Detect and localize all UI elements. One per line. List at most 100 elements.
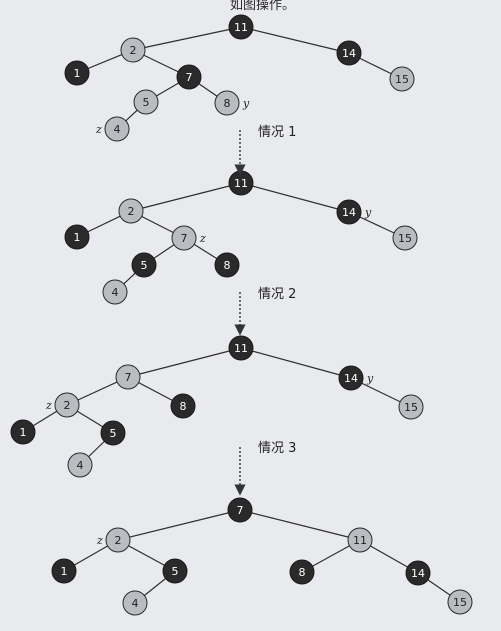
case-2-label: 情况 2: [258, 287, 296, 302]
tree-1-node-4-circle: [104, 116, 130, 142]
tree-1-node-14-label: 14: [342, 47, 356, 60]
tree-3-node-11-label: 11: [234, 342, 248, 355]
tree-3-node-8-circle: [170, 393, 196, 419]
tree-2-node-7-label: 7: [181, 232, 188, 245]
tree-2-node-14-label: 14: [342, 206, 356, 219]
tree-1-tag-y: y: [242, 97, 250, 110]
tree-4-tag-z: z: [96, 534, 103, 547]
tree-2-node-2: 2: [118, 198, 144, 224]
case-2-transition: 情况 2: [234, 287, 296, 336]
case-1-label: 情况 1: [258, 125, 296, 140]
tree-1-node-14-circle: [336, 40, 362, 66]
tree-3-node-1: 1: [10, 419, 36, 445]
tree-1-node-11-circle: [228, 14, 254, 40]
tree-1-edge-n11-n14: [240, 26, 350, 54]
tree-3-edge-n11-n14: [240, 347, 352, 379]
case-3-label: 情况 3: [258, 441, 296, 456]
tree-4-node-15: 15: [447, 589, 473, 615]
tree-3-node-14-circle: [338, 365, 364, 391]
tree-2-node-5-label: 5: [141, 259, 148, 272]
tree-3-node-4: 4: [67, 452, 93, 478]
tree-3-node-14-label: 14: [344, 372, 358, 385]
tree-3-node-11: 11: [228, 335, 254, 361]
tree-1-node-15-circle: [389, 66, 415, 92]
tree-2-node-7: 7: [171, 225, 197, 251]
tree-4-node-11-circle: [347, 527, 373, 553]
tree-1-node-2-label: 2: [130, 44, 137, 57]
tree-1-node-1-label: 1: [74, 67, 81, 80]
tree-3-node-5: 5: [100, 420, 126, 446]
tree-2-node-15: 15: [392, 225, 418, 251]
tree-4-node-7-circle: [227, 497, 253, 523]
tree-1-node-8: 8: [214, 90, 240, 116]
tree-4-node-5-circle: [162, 558, 188, 584]
tree-3-node-8-label: 8: [180, 400, 187, 413]
tree-4-node-11: 11: [347, 527, 373, 553]
tree-2-node-11: 11: [228, 170, 254, 196]
tree-1-tag-z: z: [95, 123, 102, 136]
tree-4-node-8-label: 8: [299, 566, 306, 579]
tree-2-node-14: 14: [336, 199, 362, 225]
tree-4-node-4-label: 4: [132, 597, 139, 610]
tree-1-node-8-label: 8: [224, 97, 231, 110]
tree-4-node-2: 2: [105, 527, 131, 553]
tree-3-tag-y: y: [366, 372, 374, 385]
tree-3-node-15: 15: [398, 394, 424, 420]
tree-1-node-15-label: 15: [395, 73, 409, 86]
tree-4-node-15-label: 15: [453, 596, 467, 609]
tree-4-node-11-label: 11: [353, 534, 367, 547]
tree-2-node-15-label: 15: [398, 232, 412, 245]
tree-4-node-14-circle: [405, 560, 431, 586]
tree-2-edge-n11-n14: [240, 182, 350, 213]
top-caption-fragment: 如图操作。: [230, 0, 296, 13]
tree-4-edge-n7-n2: [117, 509, 241, 541]
tree-1-node-2-circle: [120, 37, 146, 63]
tree-1-node-14: 14: [336, 40, 362, 66]
tree-1-node-7-circle: [176, 64, 202, 90]
tree-1-node-15: 15: [389, 66, 415, 92]
tree-2-tag-y: y: [364, 206, 372, 219]
tree-3-node-7-label: 7: [125, 371, 132, 384]
tree-1-node-11-label: 11: [234, 21, 248, 34]
tree-1-node-1-circle: [64, 60, 90, 86]
tree-4-node-14-label: 14: [411, 567, 425, 580]
tree-2-edge-n11-n2: [130, 182, 242, 212]
tree-3-node-8: 8: [170, 393, 196, 419]
tree-1-node-7: 7: [176, 64, 202, 90]
tree-4-node-8-circle: [289, 559, 315, 585]
case-1-transition: 情况 1: [234, 125, 296, 176]
tree-2-node-8-circle: [214, 252, 240, 278]
tree-3-node-15-circle: [398, 394, 424, 420]
tree-3-node-2-circle: [54, 392, 80, 418]
tree-1-node-4-label: 4: [114, 123, 121, 136]
tree-4-node-1-label: 1: [61, 565, 68, 578]
tree-3-node-1-label: 1: [20, 426, 27, 439]
case-3-transition: 情况 3: [234, 441, 296, 496]
tree-4-node-4-circle: [122, 590, 148, 616]
tree-4-edge-n7-n11: [239, 509, 361, 541]
tree-1-node-8-circle: [214, 90, 240, 116]
tree-4-node-7-label: 7: [237, 504, 244, 517]
tree-3-tag-z: z: [45, 399, 52, 412]
tree-4-node-7: 7: [227, 497, 253, 523]
tree-2-node-8-label: 8: [224, 259, 231, 272]
tree-2-node-7-circle: [171, 225, 197, 251]
tree-4-node-1: 1: [51, 558, 77, 584]
tree-1-node-1: 1: [64, 60, 90, 86]
tree-3-node-5-circle: [100, 420, 126, 446]
tree-1-node-11: 11: [228, 14, 254, 40]
tree-1-node-5-circle: [133, 89, 159, 115]
tree-4-node-1-circle: [51, 558, 77, 584]
tree-2-node-4: 4: [102, 279, 128, 305]
tree-1-node-5: 5: [133, 89, 159, 115]
tree-1-node-2: 2: [120, 37, 146, 63]
tree-3-node-5-label: 5: [110, 427, 117, 440]
tree-2-node-5-circle: [131, 252, 157, 278]
tree-2-node-4-label: 4: [112, 286, 119, 299]
tree-2-node-1-circle: [64, 224, 90, 250]
